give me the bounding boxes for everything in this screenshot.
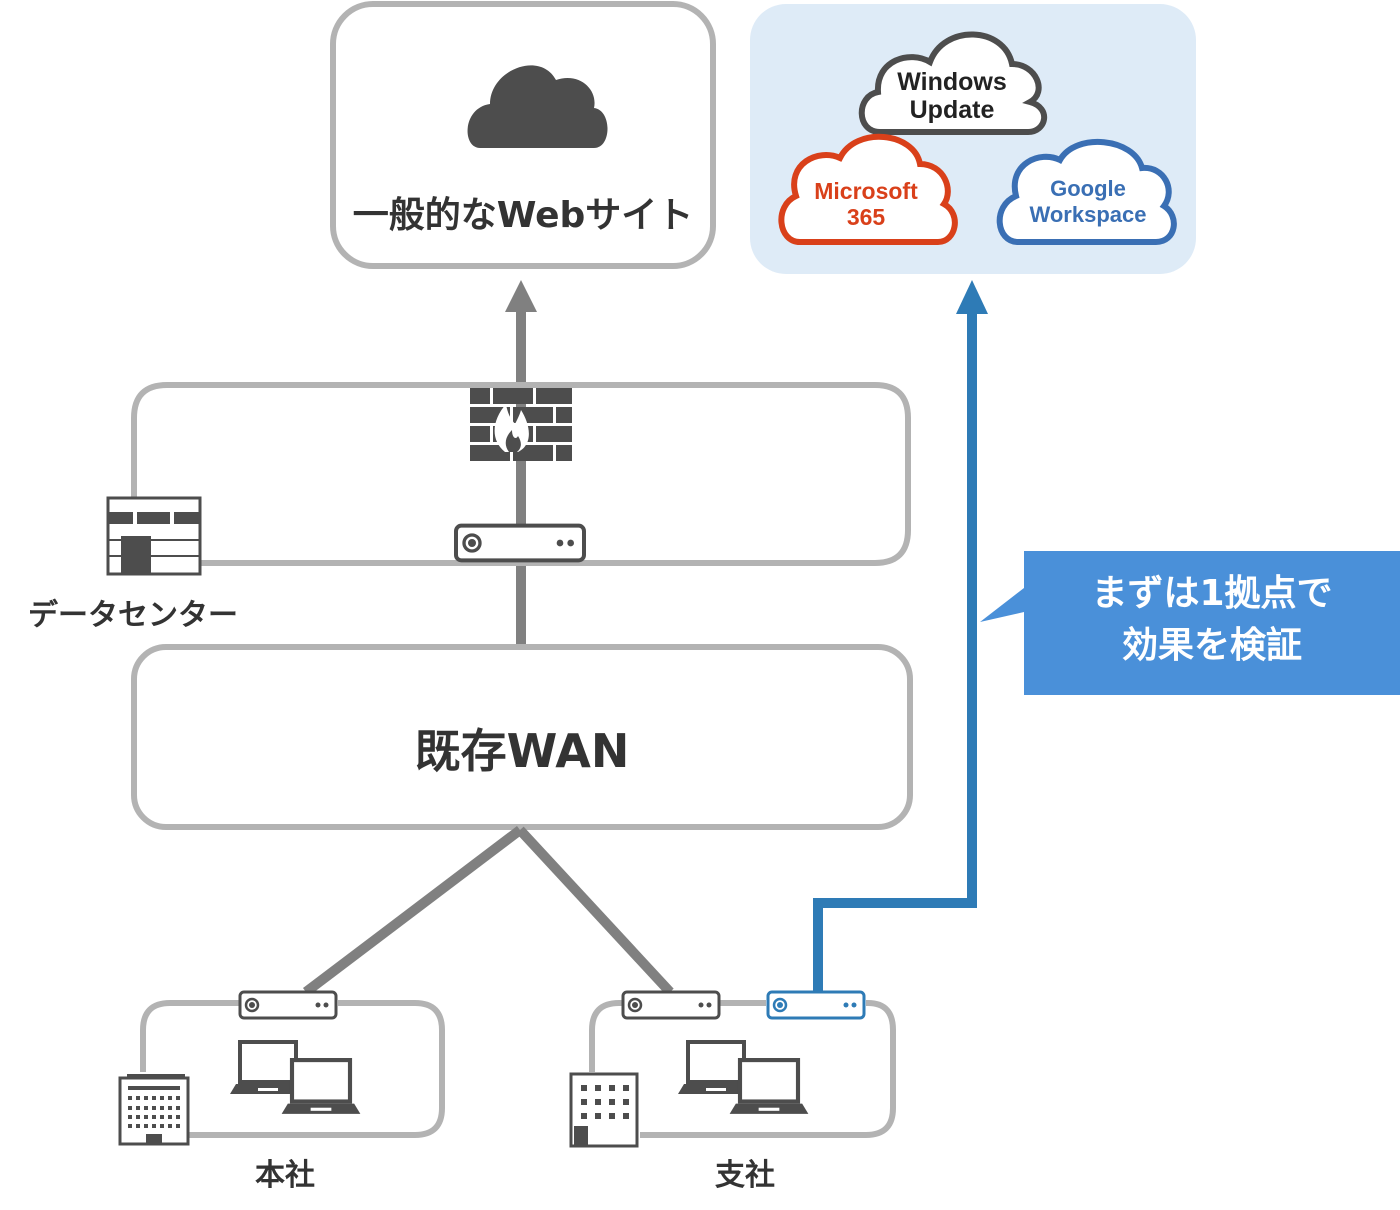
blue-arrow-head [956,280,988,314]
callout-text: まずは1拠点で 効果を検証 [1024,568,1400,672]
datacenter-router-icon [456,526,584,561]
windows-update-line1: Windows [897,68,1007,96]
google-workspace-cloud [996,138,1177,245]
microsoft-365-label: Microsoft 365 [782,178,950,230]
windows-update-label: Windows Update [862,68,1042,124]
firewall-icon [470,388,572,461]
callout-line1: まずは1拠点で [1091,573,1333,614]
branch-office-building-icon [569,1072,639,1148]
wan-to-branch-link [516,826,674,996]
microsoft-365-line1: Microsoft [814,178,918,204]
hq-router-icon [238,990,338,1020]
cloud-icon [467,65,608,148]
wan-to-hq-link [302,826,524,996]
google-workspace-line2: Workspace [1029,202,1147,227]
callout-box [1024,551,1400,695]
branch-label: 支社 [715,1158,775,1193]
microsoft-365-line2: 365 [846,204,886,230]
google-workspace-line1: Google [1050,176,1126,201]
branch-laptop-icon [730,1060,809,1114]
hq-office-building-icon [118,1074,190,1146]
gray-arrow-head [505,280,537,312]
windows-update-cloud [858,31,1048,135]
google-workspace-label: Google Workspace [1000,176,1176,228]
windows-update-line2: Update [909,96,995,124]
datacenter-label: データセンター [28,598,238,633]
callout-line2: 効果を検証 [1121,625,1302,666]
datacenter-frame [131,382,911,566]
microsoft-365-cloud [778,133,958,245]
headquarters-label: 本社 [255,1158,315,1193]
datacenter-building-icon [106,496,202,576]
web-site-label: 一般的なWebサイト [352,195,694,236]
local-breakout-path [813,312,977,992]
hq-frame [140,1000,445,1138]
branch-frame [589,1000,896,1138]
hq-laptop-icon [282,1060,361,1114]
sdwan-router-icon [766,990,866,1020]
wan-label: 既存WAN [414,724,630,778]
branch-router-icon [621,990,721,1020]
wan-box [131,644,913,830]
gray-link [516,310,526,644]
callout-pointer [980,588,1024,622]
